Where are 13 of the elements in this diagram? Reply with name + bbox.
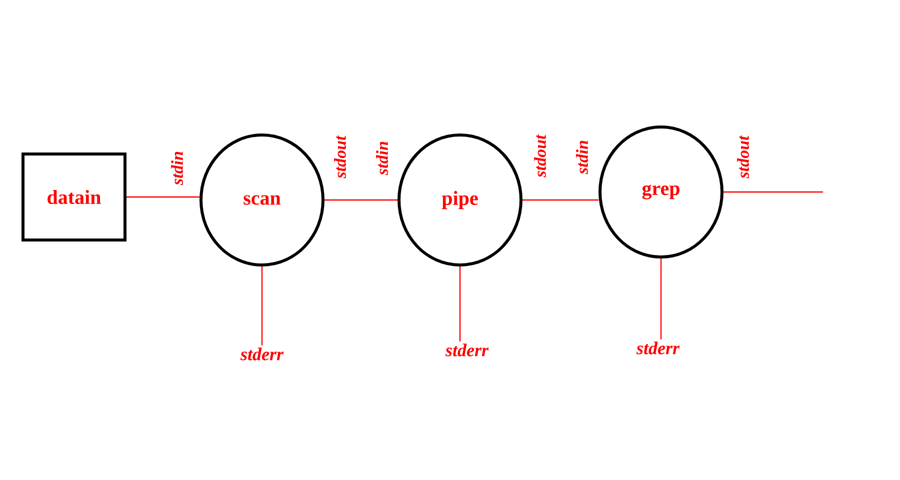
connector-line xyxy=(724,191,823,193)
connector-line xyxy=(126,196,200,198)
stream-label: stderr xyxy=(240,348,284,360)
connector-line xyxy=(660,258,662,340)
stream-label: stderr xyxy=(636,342,680,354)
connector-line xyxy=(459,266,461,342)
stream-label: stdout xyxy=(737,135,749,178)
process-box: datain xyxy=(22,152,126,242)
stream-label: stderr xyxy=(445,344,489,356)
connector-line xyxy=(522,199,598,201)
connector-line xyxy=(261,266,263,346)
stream-label: stdin xyxy=(171,152,183,186)
connector-line xyxy=(324,199,398,201)
